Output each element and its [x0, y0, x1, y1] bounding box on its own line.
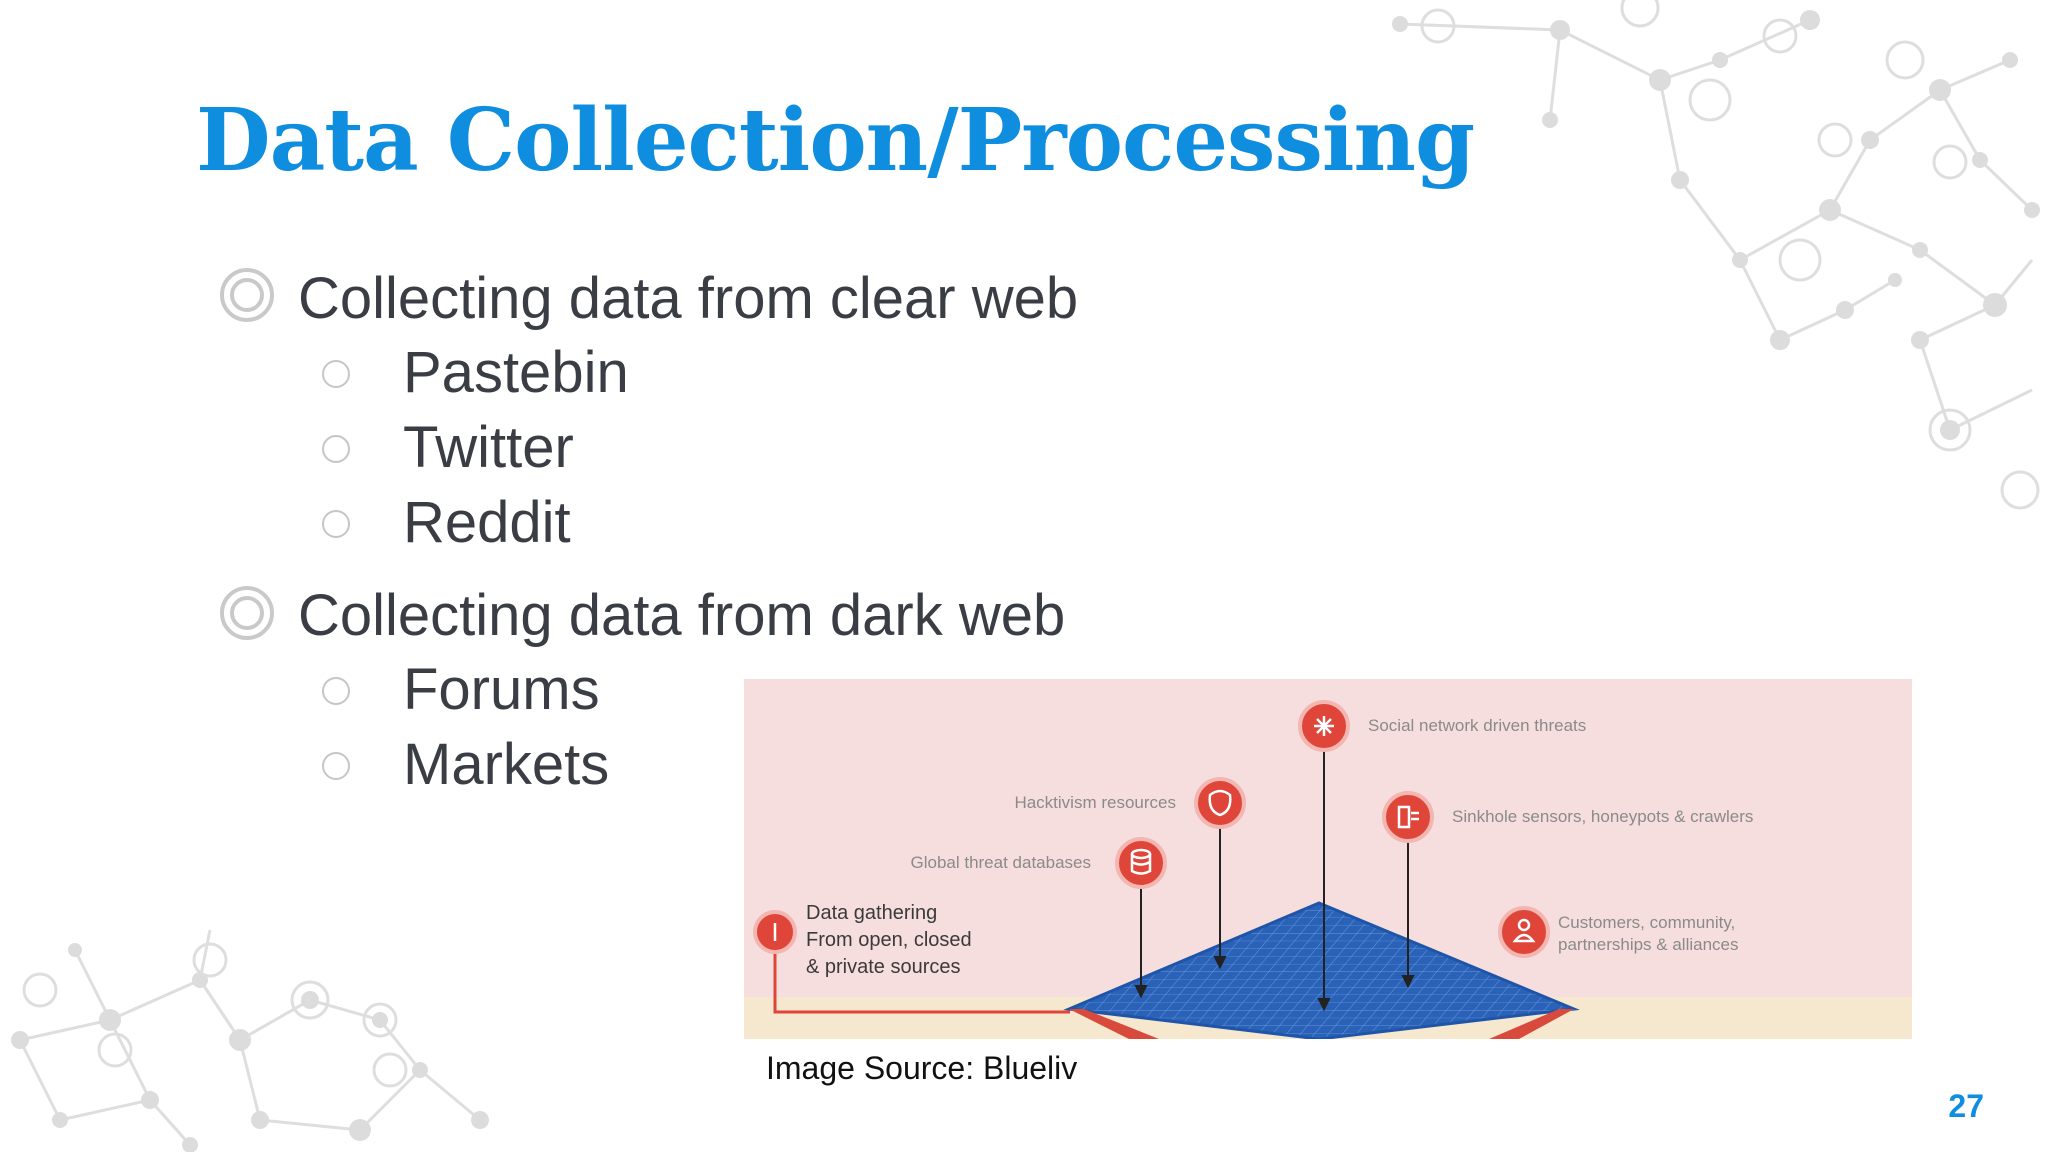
network-decoration-bottom-left [11, 929, 489, 1152]
platform-edge-right [1489, 1009, 1574, 1039]
sub-bullet-item: Twitter [403, 415, 574, 480]
data-gathering-connector [773, 932, 1070, 1014]
threat-intel-diagram: Social network driven threats Hacktivism… [744, 679, 1912, 1039]
label-social-network: Social network driven threats [1368, 716, 1586, 735]
bullet-ring-icon [220, 586, 274, 640]
label-customers-line1: Customers, community, [1558, 913, 1735, 932]
platform-outline [1063, 901, 1580, 1039]
label-hacktivism: Hacktivism resources [1014, 793, 1176, 812]
platform-edge-left [1069, 1009, 1159, 1039]
sub-bullet-item: Forums [403, 657, 600, 722]
sub-bullet-circle-icon [322, 510, 350, 538]
slide-title: Data Collection/Processing [196, 90, 1475, 191]
label-sinkhole: Sinkhole sensors, honeypots & crawlers [1452, 807, 1753, 826]
sub-bullet-item: Reddit [403, 490, 571, 555]
label-global-databases: Global threat databases [910, 853, 1091, 872]
label-gathering-line2: From open, closed [806, 929, 972, 951]
label-gathering-line3: & private sources [806, 956, 961, 978]
sub-bullet-circle-icon [322, 752, 350, 780]
sub-bullet-circle-icon [322, 435, 350, 463]
sub-bullet-circle-icon [322, 360, 350, 388]
bullet-item: Collecting data from dark web [298, 583, 1066, 648]
bullet-ring-icon [220, 268, 274, 322]
network-decoration-top-right [1392, 0, 2040, 510]
database-icon [1115, 837, 1167, 889]
image-caption: Image Source: Blueliv [766, 1050, 1078, 1086]
hacktivism-mask-icon [1194, 777, 1246, 829]
sub-bullet-item: Markets [403, 732, 610, 797]
customers-user-icon [1498, 906, 1550, 958]
label-customers-line2: partnerships & alliances [1558, 935, 1738, 954]
sub-bullet-item: Pastebin [403, 340, 629, 405]
bullet-item: Collecting data from clear web [298, 266, 1079, 331]
page-number: 27 [1948, 1088, 1984, 1124]
label-gathering-line1: Data gathering [806, 902, 937, 924]
platform-grid [1069, 903, 1574, 1039]
sub-bullet-circle-icon [322, 677, 350, 705]
